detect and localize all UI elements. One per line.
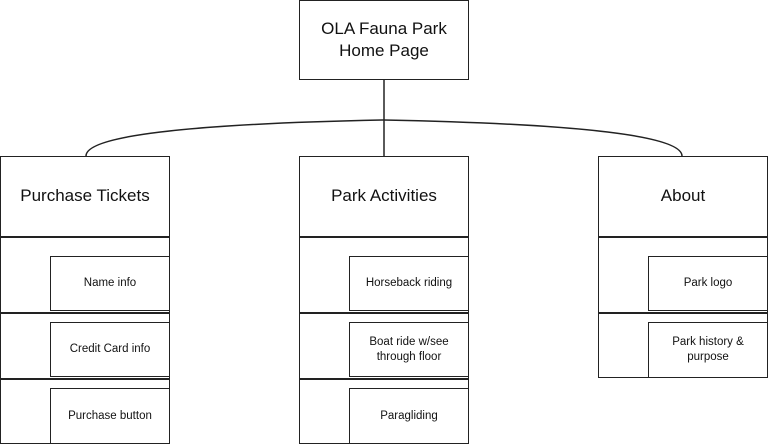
leaf-label-boat-ride: Boat ride w/see through floor bbox=[369, 335, 449, 363]
section-divider bbox=[299, 378, 469, 380]
section-divider bbox=[0, 378, 170, 380]
section-title-park-activities: Park Activities bbox=[331, 186, 437, 205]
branch-arc bbox=[85, 119, 683, 157]
leaf-label-horseback-riding: Horseback riding bbox=[365, 277, 453, 289]
leaf-label-credit-card-info: Credit Card info bbox=[69, 343, 151, 355]
leaf-label-name-info: Name info bbox=[83, 277, 137, 289]
leaf-box-paragliding bbox=[349, 388, 469, 444]
section-divider bbox=[0, 312, 170, 314]
section-divider bbox=[299, 312, 469, 314]
leaf-box-horseback-riding bbox=[349, 256, 469, 311]
section-divider bbox=[598, 236, 768, 238]
leaf-label-purchase-button: Purchase button bbox=[68, 409, 152, 422]
section-title-purchase-tickets: Purchase Tickets bbox=[20, 186, 150, 205]
leaf-box-park-logo bbox=[648, 256, 768, 311]
section-divider bbox=[0, 236, 170, 238]
section-divider bbox=[299, 236, 469, 238]
leaf-label-park-history: Park history & purpose bbox=[672, 336, 744, 363]
leaf-box-name-info bbox=[50, 256, 170, 311]
root-node-box bbox=[299, 0, 469, 80]
leaf-box-boat-ride bbox=[349, 322, 469, 377]
leaf-box-park-history bbox=[648, 322, 768, 378]
section-divider bbox=[598, 312, 768, 314]
root-node-label: OLA Fauna Park Home Page bbox=[321, 19, 447, 60]
section-title-about: About bbox=[660, 186, 706, 205]
leaf-box-credit-card-info bbox=[50, 322, 170, 377]
leaf-label-park-logo: Park logo bbox=[683, 277, 733, 289]
leaf-label-paragliding: Paragliding bbox=[380, 409, 438, 422]
